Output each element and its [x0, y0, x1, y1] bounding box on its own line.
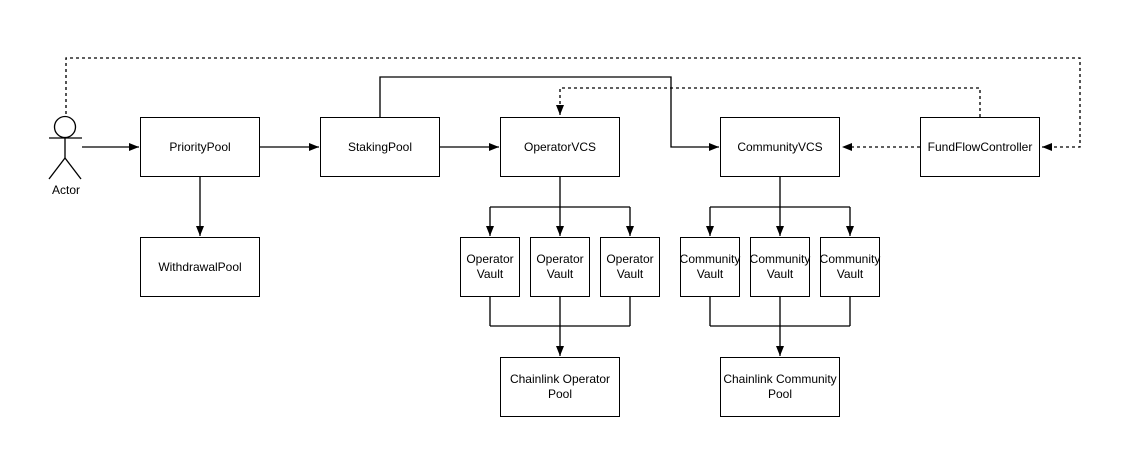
node-label: Community Vault — [749, 252, 811, 281]
node-label: Operator Vault — [606, 252, 654, 281]
node-fund-flow-controller: FundFlowController — [920, 117, 1040, 177]
node-community-vault-3: Community Vault — [820, 237, 880, 297]
node-staking-pool: StakingPool — [320, 117, 440, 177]
node-label: Operator Vault — [466, 252, 514, 281]
node-chainlink-operator-pool: Chainlink Operator Pool — [500, 357, 620, 417]
edge-stakingpool-to-communityvcs — [379, 76, 719, 151]
actor-label: Actor — [51, 183, 80, 197]
node-label: OperatorVCS — [523, 139, 597, 154]
actor-icon — [48, 115, 82, 180]
node-label: Chainlink Operator Pool — [509, 372, 611, 401]
edge-fundflowcontroller-to-operatorvcs — [556, 87, 981, 117]
node-label: StakingPool — [347, 139, 413, 154]
node-operator-vault-2: Operator Vault — [530, 237, 590, 297]
node-community-vault-1: Community Vault — [680, 237, 740, 297]
node-chainlink-community-pool: Chainlink Community Pool — [720, 357, 840, 417]
node-withdrawal-pool: WithdrawalPool — [140, 237, 260, 297]
node-operator-vault-1: Operator Vault — [460, 237, 520, 297]
node-label: Community Vault — [819, 252, 881, 281]
node-label: PriorityPool — [169, 139, 231, 154]
node-label: Chainlink Community Pool — [723, 372, 837, 401]
node-label: Community Vault — [679, 252, 741, 281]
node-label: Operator Vault — [536, 252, 584, 281]
node-label: CommunityVCS — [737, 139, 823, 154]
node-community-vcs: CommunityVCS — [720, 117, 840, 177]
node-label: FundFlowController — [927, 139, 1033, 154]
node-label: WithdrawalPool — [158, 259, 242, 274]
node-operator-vcs: OperatorVCS — [500, 117, 620, 177]
edge-actor-to-fundflowcontroller — [65, 57, 1081, 151]
node-operator-vault-3: Operator Vault — [600, 237, 660, 297]
node-community-vault-2: Community Vault — [750, 237, 810, 297]
node-priority-pool: PriorityPool — [140, 117, 260, 177]
